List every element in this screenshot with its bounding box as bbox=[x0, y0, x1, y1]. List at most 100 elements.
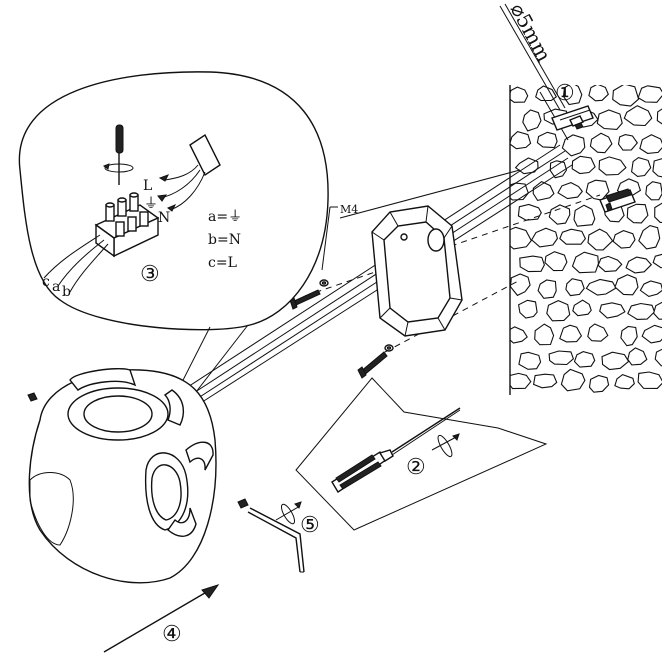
wall-stone bbox=[510, 130, 532, 150]
screwdriver-icon bbox=[331, 407, 461, 493]
legend-a: a=⏚ bbox=[208, 209, 242, 225]
wall-stone bbox=[559, 324, 583, 343]
wall-stone bbox=[565, 278, 585, 297]
wall-stone bbox=[573, 351, 596, 368]
wall-stone bbox=[560, 368, 586, 392]
wall-stone bbox=[637, 85, 662, 103]
legend-c: c=L bbox=[208, 255, 237, 271]
wall-stone bbox=[652, 158, 662, 178]
wall-stone bbox=[639, 134, 662, 154]
screw-upper bbox=[289, 279, 329, 310]
wall-stone bbox=[598, 156, 627, 176]
wall-stone bbox=[627, 347, 648, 366]
wall-stone bbox=[585, 278, 617, 296]
cable-wires bbox=[157, 133, 221, 212]
wall-stone bbox=[548, 204, 571, 225]
wall-stone bbox=[571, 155, 596, 175]
wall-stone bbox=[652, 301, 662, 320]
wall-stone bbox=[517, 203, 542, 221]
rotation-arrow-icon bbox=[275, 501, 302, 525]
step-4-marker: ④ bbox=[162, 622, 182, 647]
wall-stone bbox=[510, 326, 528, 344]
push-arrow: ④ bbox=[103, 584, 220, 653]
terminal-block-icon bbox=[94, 192, 160, 258]
wall-stone bbox=[601, 351, 630, 371]
wall-plug-upper bbox=[551, 105, 594, 131]
wall-stone bbox=[623, 105, 653, 127]
wall-stone bbox=[532, 373, 558, 389]
drill-size-label: ⌀5mm bbox=[506, 0, 557, 66]
wall-stone bbox=[510, 273, 531, 297]
wall-stone bbox=[638, 224, 661, 250]
wall-stone bbox=[617, 134, 638, 151]
wall-stone bbox=[589, 132, 613, 154]
legend-b: b=N bbox=[208, 232, 241, 248]
wall-plug-lower bbox=[599, 188, 636, 213]
hex-key: ⑤ bbox=[237, 498, 320, 573]
wall-stone bbox=[535, 85, 558, 102]
wall-stone bbox=[641, 324, 662, 344]
step-3-marker: ③ bbox=[140, 262, 160, 287]
wall-stone bbox=[559, 228, 587, 245]
wall-stone bbox=[654, 202, 662, 224]
wall-stone bbox=[571, 251, 599, 274]
wall-stone bbox=[620, 325, 638, 347]
wall-stone bbox=[639, 280, 662, 297]
wall-stone bbox=[645, 181, 662, 201]
step-2-marker: ② bbox=[406, 455, 426, 480]
wall-stone bbox=[546, 299, 571, 322]
wall-stone bbox=[573, 204, 596, 227]
wall-stone bbox=[510, 226, 532, 250]
mounting-bracket bbox=[371, 205, 463, 337]
wall-stone bbox=[510, 372, 532, 390]
wall-stone bbox=[537, 279, 557, 299]
wire-label-L: L bbox=[143, 178, 152, 194]
wall-stone bbox=[536, 131, 558, 149]
rotation-arrow-icon bbox=[431, 433, 460, 458]
wall-stone bbox=[587, 228, 614, 251]
wall-stone bbox=[652, 253, 662, 269]
step-5-marker: ⑤ bbox=[300, 513, 320, 538]
step-1-marker: ① bbox=[555, 81, 575, 106]
screw-lower bbox=[357, 344, 394, 379]
wall-stone bbox=[588, 85, 609, 102]
wall-stone bbox=[612, 230, 636, 249]
wall-stone bbox=[518, 351, 542, 370]
screwdriver-panel: ② bbox=[295, 377, 548, 531]
wall-stone bbox=[519, 255, 545, 273]
wall-stone bbox=[557, 182, 584, 200]
wall-stone bbox=[656, 108, 662, 125]
lamp-body bbox=[27, 368, 217, 584]
stone-wall bbox=[509, 85, 662, 395]
wall-stone bbox=[627, 302, 656, 320]
terminal-letter-b: b bbox=[62, 284, 71, 300]
wall-stone bbox=[561, 134, 586, 157]
wall-stone bbox=[637, 371, 662, 389]
screw-size-label: M4 bbox=[340, 203, 358, 216]
wall-stone bbox=[549, 160, 568, 179]
wall-stone bbox=[597, 255, 623, 273]
wall-stone bbox=[596, 109, 623, 130]
wiring-detail-bubble: L ⏚ N c a b a=⏚ b=N c=L ③ bbox=[18, 71, 329, 393]
wall-stone bbox=[510, 86, 529, 103]
wall-stone bbox=[544, 251, 568, 272]
wall-stone bbox=[599, 302, 626, 319]
wall-stone bbox=[625, 256, 653, 274]
mini-screwdriver-icon bbox=[102, 124, 134, 185]
wall-stone bbox=[614, 373, 635, 390]
wall-stone bbox=[587, 323, 609, 342]
terminal-letter-c: c bbox=[42, 274, 50, 290]
wall-stone bbox=[588, 374, 610, 393]
wall-stone bbox=[548, 350, 575, 366]
wall-stone bbox=[562, 85, 583, 106]
wall-stone bbox=[530, 227, 558, 248]
wire-label-earth: ⏚ bbox=[144, 196, 158, 212]
wall-stone bbox=[631, 156, 652, 177]
wall-stone bbox=[517, 299, 538, 319]
wall-stone bbox=[626, 203, 649, 224]
terminal-letter-a: a bbox=[52, 279, 60, 295]
terminal-wires bbox=[43, 234, 109, 293]
wire-label-N: N bbox=[158, 210, 170, 226]
wall-stone bbox=[612, 85, 640, 107]
